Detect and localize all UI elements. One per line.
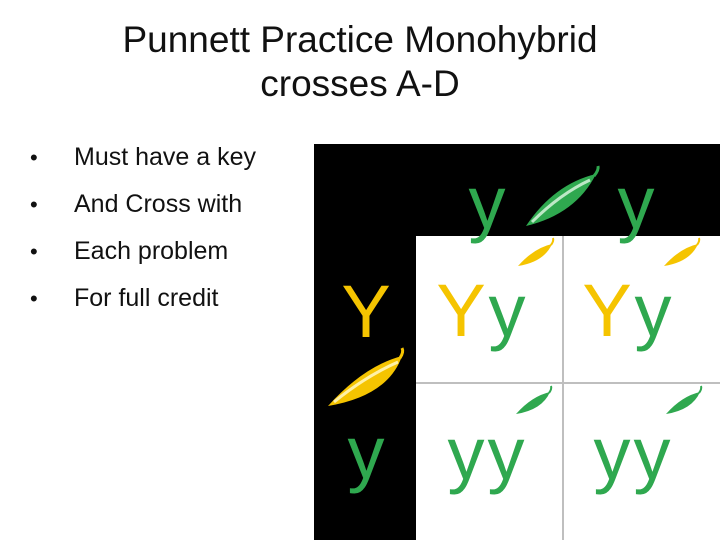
bullet-marker: •: [30, 145, 38, 170]
cell-allele-b: y: [488, 412, 525, 495]
bullet-item: • Must have a key: [30, 134, 256, 181]
cell-allele-b: y: [634, 412, 671, 495]
punnett-cell-2-1: y y: [448, 385, 553, 495]
cell-allele-a: Y: [582, 269, 631, 352]
cell-allele-a: y: [594, 412, 631, 495]
top-allele-1: y: [469, 161, 506, 244]
cell-allele-a: Y: [436, 269, 485, 352]
title-line-1: Punnett Practice Monohybrid: [122, 19, 598, 60]
slide-title: Punnett Practice Monohybrid crosses A-D: [60, 18, 660, 106]
bullet-marker: •: [30, 239, 38, 264]
bullet-item: • Each problem: [30, 228, 256, 275]
green-pea-pod-icon: [666, 385, 703, 414]
bullet-marker: •: [30, 192, 38, 217]
bullet-text: Each problem: [74, 237, 229, 265]
green-pea-pod-icon: [526, 165, 600, 226]
punnett-square-image: y y Y y Y y Y y: [314, 144, 720, 540]
bullet-text: Must have a key: [74, 143, 257, 171]
green-pea-pod-icon: [516, 385, 553, 414]
top-allele-2: y: [618, 161, 655, 244]
yellow-pea-pod-icon: [328, 347, 405, 406]
cell-allele-b: y: [489, 269, 526, 352]
punnett-cell-1-1: Y y: [436, 237, 555, 352]
bullet-list: • Must have a key • And Cross with • Each p…: [30, 134, 256, 322]
bullet-item: • And Cross with: [30, 181, 256, 228]
bullet-item: • For full credit: [30, 275, 256, 322]
yellow-pea-pod-icon: [518, 237, 555, 266]
left-allele-2: y: [348, 411, 385, 494]
bullet-text: For full credit: [74, 284, 219, 312]
punnett-cell-2-2: y y: [594, 385, 703, 495]
punnett-square-graphic: y y Y y Y y Y y: [328, 161, 720, 540]
bullet-text: And Cross with: [74, 190, 243, 218]
bullet-marker: •: [30, 286, 38, 311]
cell-allele-b: y: [635, 269, 672, 352]
cell-allele-a: y: [448, 412, 485, 495]
punnett-grid: [416, 236, 720, 540]
punnett-cell-1-2: Y y: [582, 237, 701, 352]
left-allele-1: Y: [341, 270, 390, 353]
title-line-2: crosses A-D: [260, 63, 460, 104]
yellow-pea-pod-icon: [664, 237, 701, 266]
